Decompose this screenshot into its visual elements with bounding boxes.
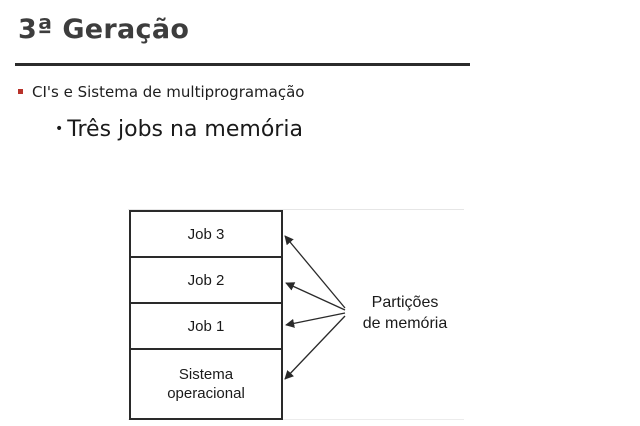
memory-stack: Job 3 Job 2 Job 1 Sistema operacional	[129, 210, 283, 420]
callout-line-1: Partições	[371, 294, 439, 311]
partition-label: Job 3	[187, 225, 225, 243]
dot-bullet-icon: •	[55, 121, 64, 137]
bullet-2-text: Três jobs na memória	[67, 117, 303, 142]
partition-label: Job 2	[187, 271, 225, 289]
partition-label-line-1: Sistema	[178, 366, 234, 383]
bullet-item-2: •Três jobs na memória	[55, 117, 303, 142]
memory-partition-job-3: Job 3	[131, 212, 281, 258]
slide-title: 3ª Geração	[18, 14, 190, 45]
memory-partition-job-2: Job 2	[131, 258, 281, 304]
memory-partition-operating-system: Sistema operacional	[131, 350, 281, 418]
partitions-callout: Partições de memória	[345, 292, 465, 334]
square-bullet-icon	[18, 89, 23, 94]
bullet-item-1: CI's e Sistema de multiprogramação	[18, 83, 304, 101]
memory-partition-job-1: Job 1	[131, 304, 281, 350]
title-divider	[15, 63, 470, 66]
callout-line-2: de memória	[362, 315, 448, 332]
bullet-1-text: CI's e Sistema de multiprogramação	[32, 83, 305, 101]
diagram-panel-bottom-edge	[128, 419, 464, 420]
partition-label: Job 1	[187, 317, 225, 335]
partition-label-line-2: operacional	[167, 385, 245, 402]
